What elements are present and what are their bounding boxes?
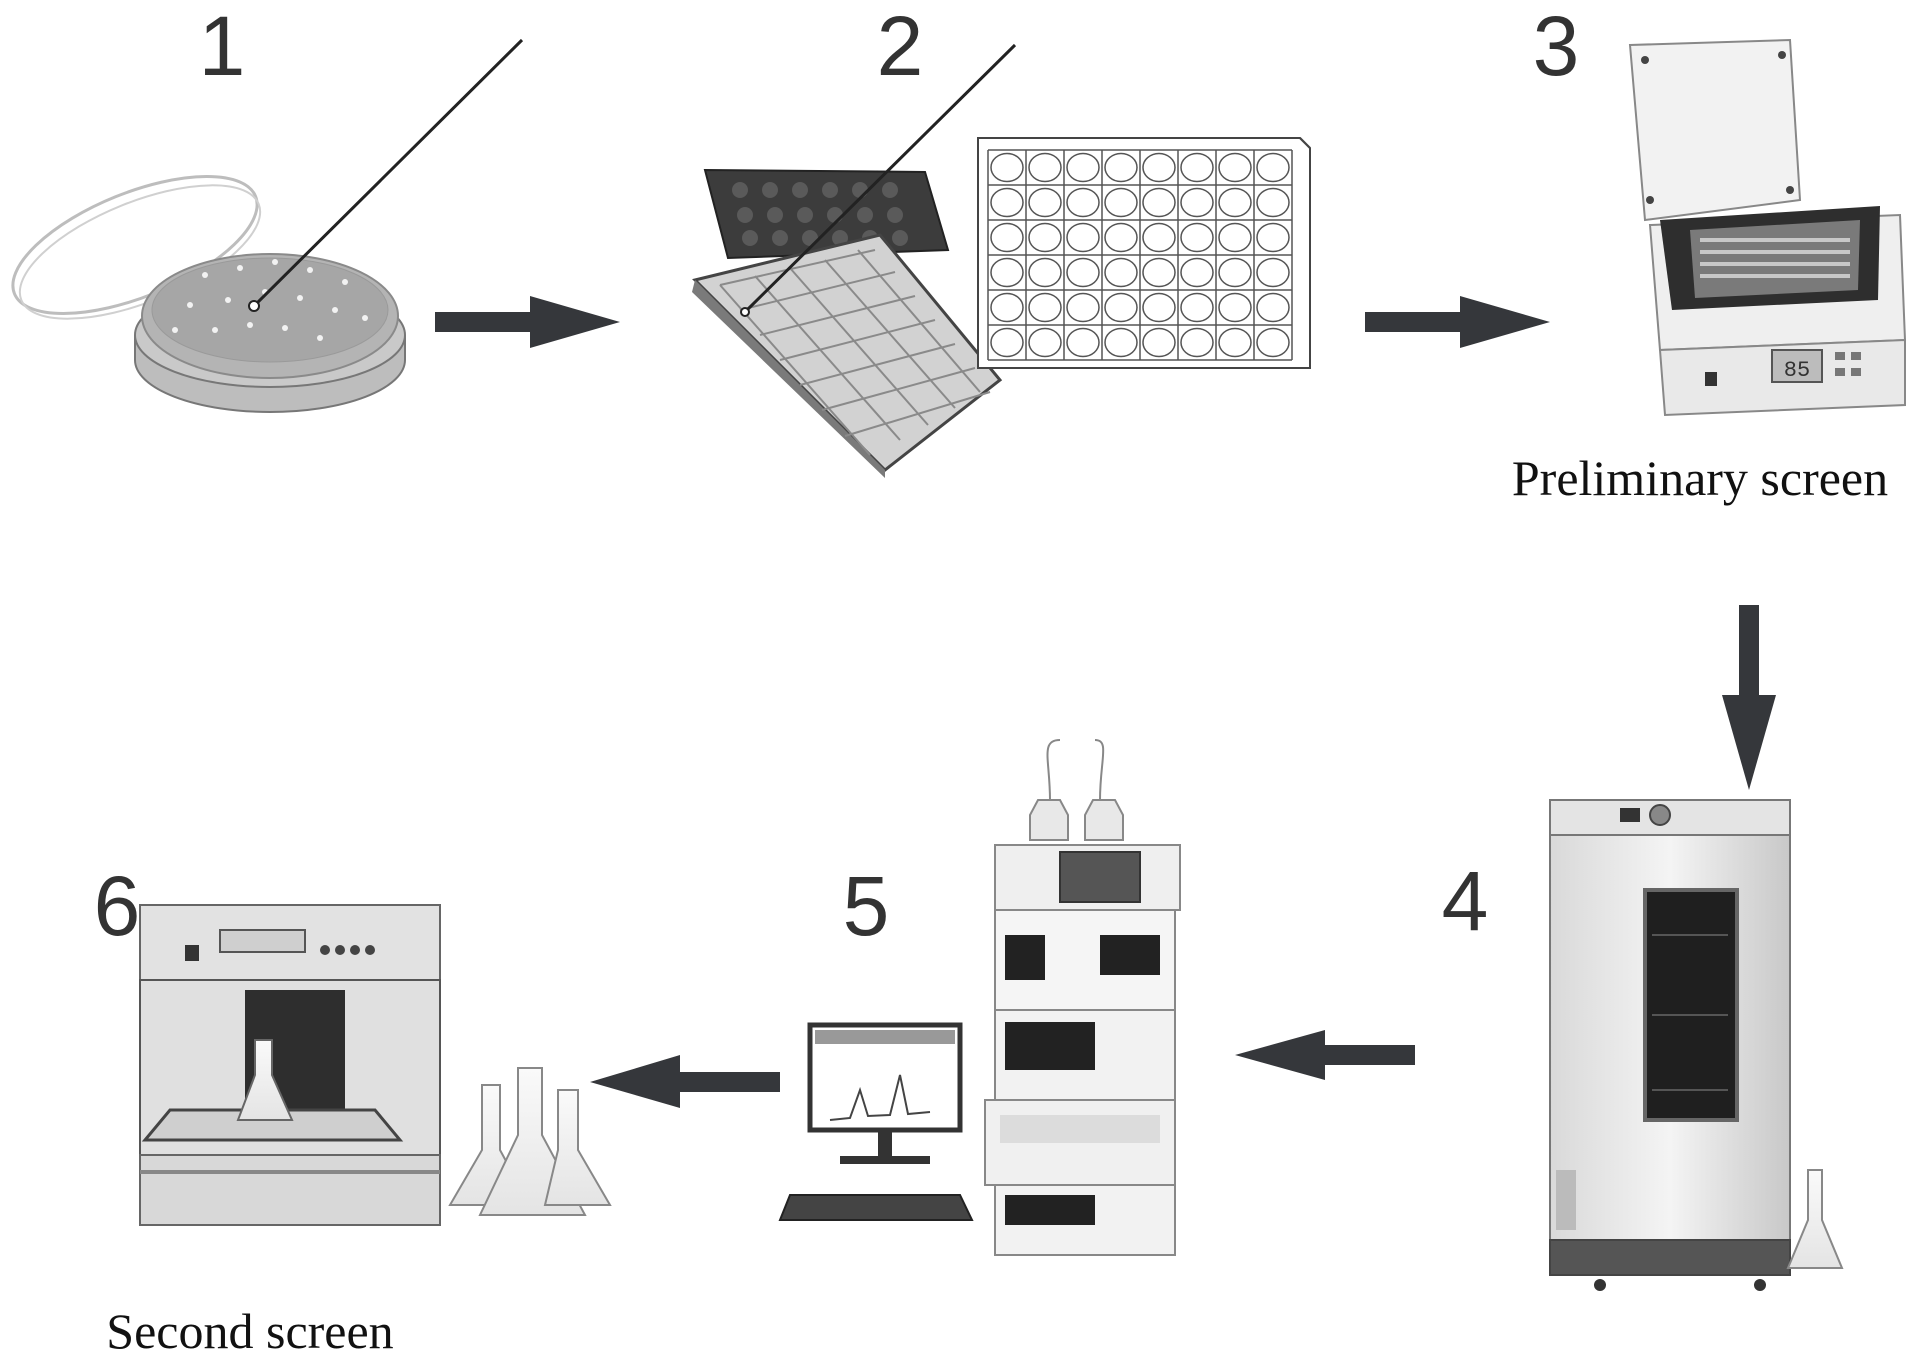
erlenmeyer-flasks-icon [448,1067,612,1216]
step-4: 4 [1442,799,1844,1291]
plate-map-well [1180,152,1214,183]
step-2: 2 [692,0,1311,478]
plate-map-well [1104,257,1138,288]
step-3: 3 85 Preliminary screen [1512,0,1907,506]
plate-map-well [1142,187,1176,218]
hplc-screen [1059,851,1141,903]
plate-map-well [1180,292,1214,323]
plate-map-well [1142,327,1176,358]
flask-icon [1786,1169,1844,1269]
plate-map-well [1256,187,1290,218]
control-display [219,929,306,953]
step-number-1: 1 [199,0,246,93]
power-switch-icon [1705,372,1717,386]
plate-map-well [1180,187,1214,218]
incubator-window [1643,888,1739,1122]
step-number-5: 5 [843,859,890,953]
step-6: 6 Second screen [94,859,612,1359]
lcd-readout: 85 [1784,358,1810,383]
step-number-4: 4 [1442,854,1489,948]
plate-map-well [990,187,1024,218]
plate-map-well [990,292,1024,323]
step-5: 5 [778,739,1181,1256]
keyboard-icon [778,1194,974,1221]
plate-map-well [1104,187,1138,218]
plate-map-well [1104,327,1138,358]
plate-map-well [1104,222,1138,253]
caption-second-screen: Second screen [106,1303,393,1359]
step-1: 1 [11,0,524,413]
plate-map-well [1028,152,1062,183]
plate-map-well [990,152,1024,183]
incubator-icon [1549,799,1844,1291]
plate-map-well [1104,292,1138,323]
plate-map-well [1142,222,1176,253]
plate-map-well [1180,222,1214,253]
plate-map-diagram [977,137,1311,369]
plate-map-well [990,327,1024,358]
plate-map-well [1256,222,1290,253]
colony-dots [172,259,368,341]
arrow-step3-to-step4 [1722,605,1776,790]
plate-map-well [1218,222,1252,253]
plate-map-well [1028,257,1062,288]
plate-map-well [1028,222,1062,253]
plate-map-well [1066,187,1100,218]
petri-dish-icon [11,38,524,413]
step-number-3: 3 [1533,0,1580,93]
plate-map-well [1218,187,1252,218]
plate-map-well [1142,292,1176,323]
plate-map-well [1256,152,1290,183]
plate-map-well [1218,327,1252,358]
plate-shaker-icon: 85 [1628,38,1907,417]
plate-map-well [1180,257,1214,288]
plate-map-well [1028,327,1062,358]
arrow-step2-to-step3 [1365,296,1550,348]
arrow-step4-to-step5 [1235,1030,1415,1080]
well-plate-icon [692,43,1311,478]
step-number-6: 6 [94,859,141,953]
lcd-display [1771,349,1823,383]
plate-map-well [1142,152,1176,183]
plate-map-well [1028,292,1062,323]
plate-map-well [1066,257,1100,288]
plate-map-well [1066,327,1100,358]
shaking-incubator-icon [139,904,441,1226]
plate-map-well [1256,327,1290,358]
plate-map-well [1180,327,1214,358]
plate-map-well [1066,152,1100,183]
plate-map-well [1066,292,1100,323]
plate-map-well [1256,292,1290,323]
computer-monitor-icon [807,1022,963,1164]
plate-map-well [1218,292,1252,323]
plate-map-well [1142,257,1176,288]
hplc-system-icon [778,739,1181,1256]
plate-map-well [1218,152,1252,183]
caption-preliminary-screen: Preliminary screen [1512,450,1888,506]
plate-map-well [990,257,1024,288]
plate-map-well [990,222,1024,253]
step-number-2: 2 [877,0,924,93]
plate-map-well [1218,257,1252,288]
plate-map-well [1066,222,1100,253]
plate-map-well [1256,257,1290,288]
plate-map-well [1104,152,1138,183]
plate-map-well [1028,187,1062,218]
arrow-step5-to-step6 [590,1055,780,1108]
arrow-step1-to-step2 [435,296,620,348]
